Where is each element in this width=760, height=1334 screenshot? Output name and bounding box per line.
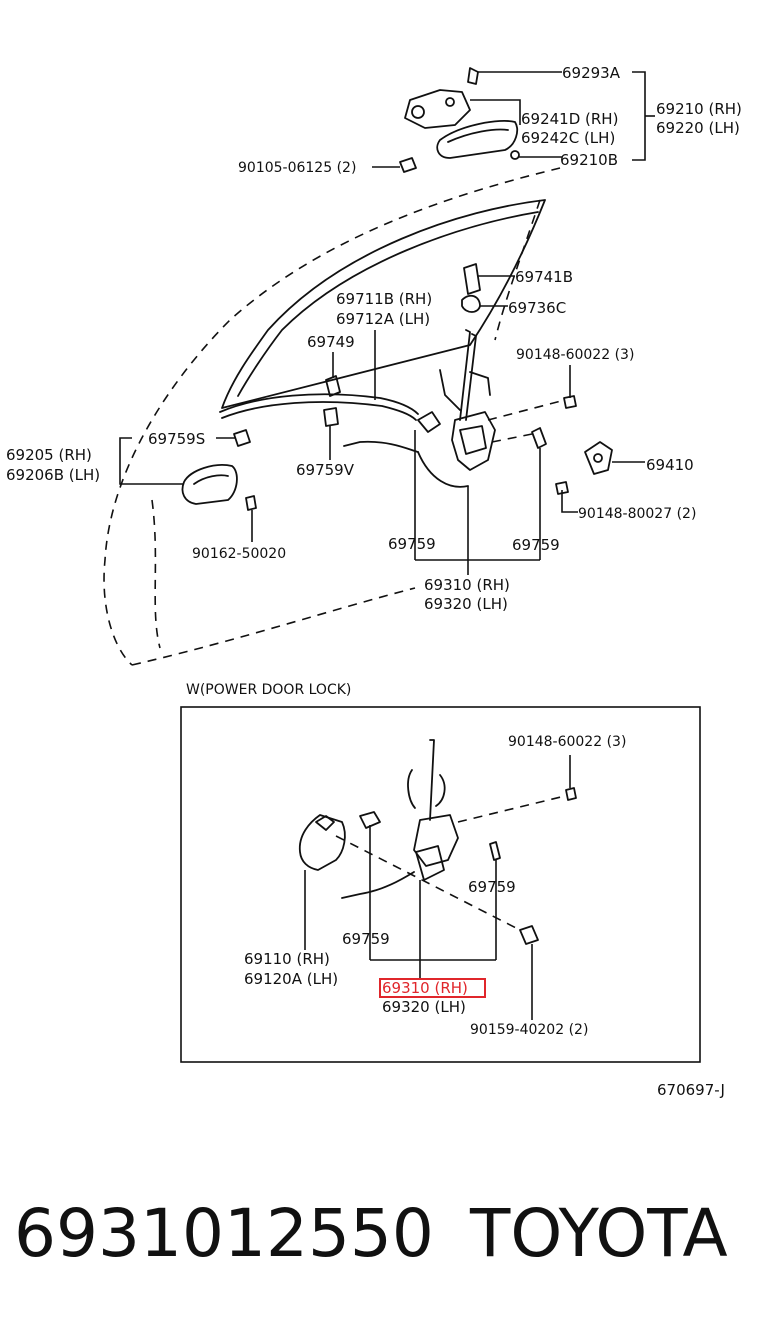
label-69310: 69310 (RH)	[424, 576, 510, 594]
inset-dashes	[335, 795, 566, 931]
label-69736c: 69736C	[508, 299, 566, 317]
label-69320: 69320 (LH)	[424, 595, 508, 613]
label-69749: 69749	[307, 333, 355, 351]
label-69220: 69220 (LH)	[656, 119, 740, 137]
inset-parts	[298, 739, 577, 945]
label-69242c: 69242C (LH)	[521, 129, 615, 147]
highlight-box	[379, 978, 486, 998]
inset-label-69759-right: 69759	[468, 878, 516, 896]
label-90148-60022: 90148-60022 (3)	[516, 347, 634, 363]
inset-title: W(POWER DOOR LOCK)	[186, 682, 351, 698]
label-69741b: 69741B	[515, 268, 573, 286]
inset-label-90148: 90148-60022 (3)	[508, 734, 626, 750]
label-69206b: 69206B (LH)	[6, 466, 100, 484]
label-69759v: 69759V	[296, 461, 355, 479]
inset-label-69110: 69110 (RH)	[244, 950, 330, 968]
window-glass	[221, 199, 546, 409]
label-69759-right: 69759	[512, 536, 560, 554]
label-69293a: 69293A	[562, 64, 621, 82]
inset-label-69759-left: 69759	[342, 930, 390, 948]
label-69205: 69205 (RH)	[6, 446, 92, 464]
callout-labels: 69293A 69241D (RH) 69242C (LH) 69210 (RH…	[6, 64, 742, 613]
diagram-ref-code: 670697-J	[657, 1081, 725, 1099]
label-69210b: 69210B	[560, 151, 618, 169]
leader-lines	[119, 71, 655, 575]
inset-label-69310-highlighted[interactable]: 69310 (RH)	[382, 979, 468, 997]
inset-label-69120a: 69120A (LH)	[244, 970, 338, 988]
outside-handle-assembly	[399, 67, 520, 173]
door-outline	[103, 167, 561, 666]
inset-frame	[180, 706, 701, 1063]
inset-labels: 90148-60022 (3) 69759 69759 69110 (RH) 6…	[244, 734, 626, 1038]
label-69410: 69410	[646, 456, 694, 474]
label-69759s: 69759S	[148, 430, 205, 448]
door-lock-latch	[417, 369, 496, 488]
inset-label-69320: 69320 (LH)	[382, 998, 466, 1016]
label-69210: 69210 (RH)	[656, 100, 742, 118]
inside-handle	[181, 429, 257, 511]
inset-leader-lines	[304, 755, 571, 1020]
label-69759-left: 69759	[388, 535, 436, 553]
lock-knob-parts	[459, 263, 481, 421]
brand-name: TOYOTA	[469, 1195, 728, 1272]
inset-label-90159: 90159-40202 (2)	[470, 1022, 588, 1038]
label-69711b: 69711B (RH)	[336, 290, 432, 308]
label-90162: 90162-50020	[192, 546, 286, 562]
label-90105: 90105-06125 (2)	[238, 160, 356, 176]
dash-bolt-90148	[487, 399, 566, 421]
label-69241d: 69241D (RH)	[521, 110, 618, 128]
label-90148-80027: 90148-80027 (2)	[578, 506, 696, 522]
control-cable	[219, 375, 419, 453]
door-striker	[531, 395, 613, 495]
label-69712a: 69712A (LH)	[336, 310, 430, 328]
part-number: 6931012550	[14, 1195, 434, 1272]
